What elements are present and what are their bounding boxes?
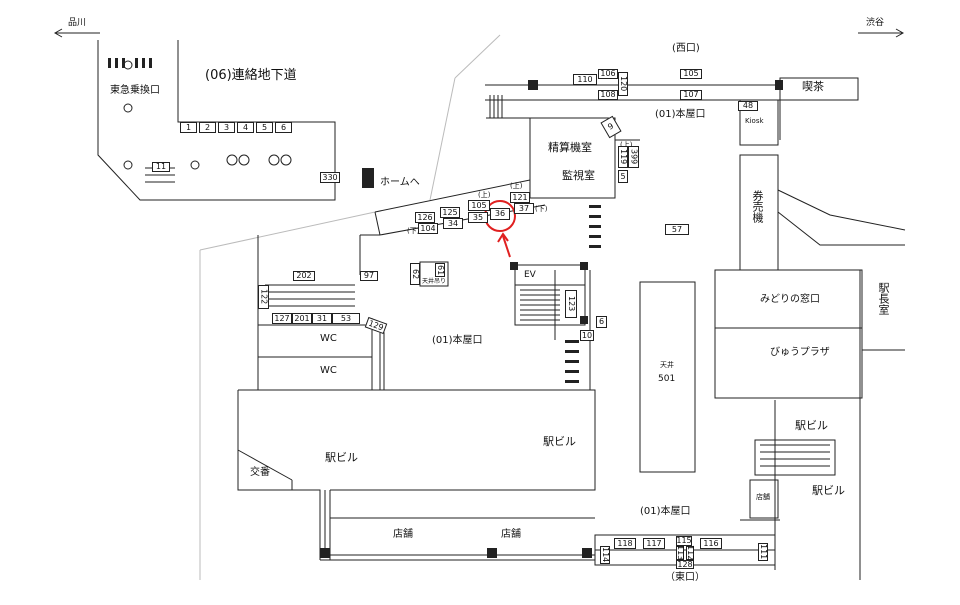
- panel-6[interactable]: 6: [275, 122, 292, 133]
- panel-105[interactable]: 105: [680, 69, 702, 79]
- station-master-label: 駅長室: [877, 282, 890, 315]
- panel-117[interactable]: 117: [643, 538, 665, 549]
- highlight-arrow: [502, 235, 511, 258]
- up-marker-3: (上): [620, 141, 633, 149]
- panel-105b[interactable]: 105: [468, 200, 490, 211]
- panel-10[interactable]: 10: [580, 330, 594, 341]
- panel-111[interactable]: 111: [758, 543, 768, 561]
- panel-107[interactable]: 107: [680, 90, 702, 100]
- panel-62[interactable]: 62: [410, 263, 420, 285]
- panel-2[interactable]: 2: [199, 122, 216, 133]
- panel-122[interactable]: 122: [258, 285, 269, 309]
- ceiling-small-label: 天井吊り: [422, 278, 447, 285]
- panel-108[interactable]: 108: [598, 90, 618, 100]
- panel-118[interactable]: 118: [614, 538, 636, 549]
- panel-127[interactable]: 127: [272, 313, 292, 324]
- panel-202[interactable]: 202: [293, 271, 315, 281]
- police-box-label: 交番: [250, 467, 270, 478]
- panel-1[interactable]: 1: [180, 122, 197, 133]
- panel-114[interactable]: 114: [600, 546, 610, 564]
- panel-121[interactable]: 121: [510, 192, 530, 203]
- panel-5[interactable]: 5: [256, 122, 273, 133]
- panel-3[interactable]: 3: [218, 122, 235, 133]
- wc-label-1: WC: [320, 333, 337, 344]
- view-plaza-label: びゅうプラザ: [770, 347, 830, 358]
- panel-126[interactable]: 126: [415, 212, 435, 223]
- panel-110[interactable]: 110: [573, 74, 597, 85]
- connecting-passage-label: (06)連絡地下道: [205, 68, 297, 83]
- shop-label-2: 店舗: [501, 529, 521, 540]
- monitoring-label: 監視室: [562, 169, 595, 182]
- panel-11[interactable]: 11: [152, 162, 170, 172]
- panel-125[interactable]: 125: [440, 207, 460, 218]
- down-marker-1: (下): [407, 227, 420, 235]
- station-building-label-2: 駅ビル: [543, 435, 576, 448]
- west-exit-label: (西口): [672, 43, 700, 54]
- panel-61[interactable]: 61: [435, 263, 445, 277]
- up-marker-1: (上): [478, 191, 491, 199]
- ceiling-label: 天井: [660, 361, 674, 369]
- kiosk-label: Kiosk: [745, 117, 764, 125]
- up-marker-2: (上): [510, 182, 523, 190]
- panel-48[interactable]: 48: [738, 101, 758, 111]
- east-exit-label: （東口）: [665, 572, 705, 583]
- station-building-label-4: 駅ビル: [812, 484, 845, 497]
- panel-115[interactable]: 115: [676, 536, 692, 546]
- panel-330[interactable]: 330: [320, 172, 340, 183]
- fare-adjustment-label: 精算機室: [548, 141, 592, 154]
- panel-34[interactable]: 34: [443, 218, 463, 229]
- panel-120[interactable]: 120: [618, 72, 628, 96]
- panel-57[interactable]: 57: [665, 224, 689, 235]
- panel-35[interactable]: 35: [468, 212, 488, 223]
- to-platform-label: ホームへ: [380, 177, 420, 188]
- shop-label-3: 店舗: [756, 493, 770, 501]
- panel-36[interactable]: 36: [490, 208, 510, 220]
- main-exit-label-1: (01)本屋口: [655, 109, 706, 120]
- direction-right: 渋谷: [866, 18, 885, 28]
- panel-31[interactable]: 31: [312, 313, 332, 324]
- panel-106[interactable]: 106: [598, 69, 618, 79]
- panel-128[interactable]: 128: [676, 559, 694, 569]
- midori-label: みどりの窓口: [760, 294, 820, 305]
- panel-97[interactable]: 97: [360, 271, 378, 281]
- direction-left: 品川: [68, 18, 87, 28]
- panel-53[interactable]: 53: [332, 313, 360, 324]
- panel-112[interactable]: 112: [686, 545, 695, 561]
- main-exit-label-3: (01)本屋口: [640, 506, 691, 517]
- panel-104[interactable]: 104: [418, 223, 438, 234]
- panel-201[interactable]: 201: [292, 313, 312, 324]
- tokyu-transfer-label: 東急乗換口: [110, 85, 160, 96]
- shop-label-1: 店舗: [393, 529, 413, 540]
- station-building-label-1: 駅ビル: [325, 451, 358, 464]
- ticket-machines-label: 券売機: [751, 190, 764, 223]
- panel-4[interactable]: 4: [237, 122, 254, 133]
- ceiling-number: 501: [658, 374, 676, 384]
- panel-116[interactable]: 116: [700, 538, 722, 549]
- panel-5[interactable]: 5: [618, 170, 628, 183]
- panel-37[interactable]: 37: [514, 203, 534, 214]
- panel-6b[interactable]: 6: [596, 316, 607, 328]
- wc-label-2: WC: [320, 365, 337, 376]
- panel-123[interactable]: 123: [565, 290, 577, 318]
- main-exit-label-2: (01)本屋口: [432, 335, 483, 346]
- coffee-label: 喫茶: [802, 80, 824, 93]
- station-building-label-3: 駅ビル: [795, 419, 828, 432]
- panel-113[interactable]: 113: [676, 545, 685, 561]
- down-marker-2: (下): [535, 205, 548, 213]
- panel-119[interactable]: 119: [618, 146, 628, 168]
- panel-399[interactable]: 399: [628, 146, 639, 168]
- ev-label: EV: [524, 270, 536, 280]
